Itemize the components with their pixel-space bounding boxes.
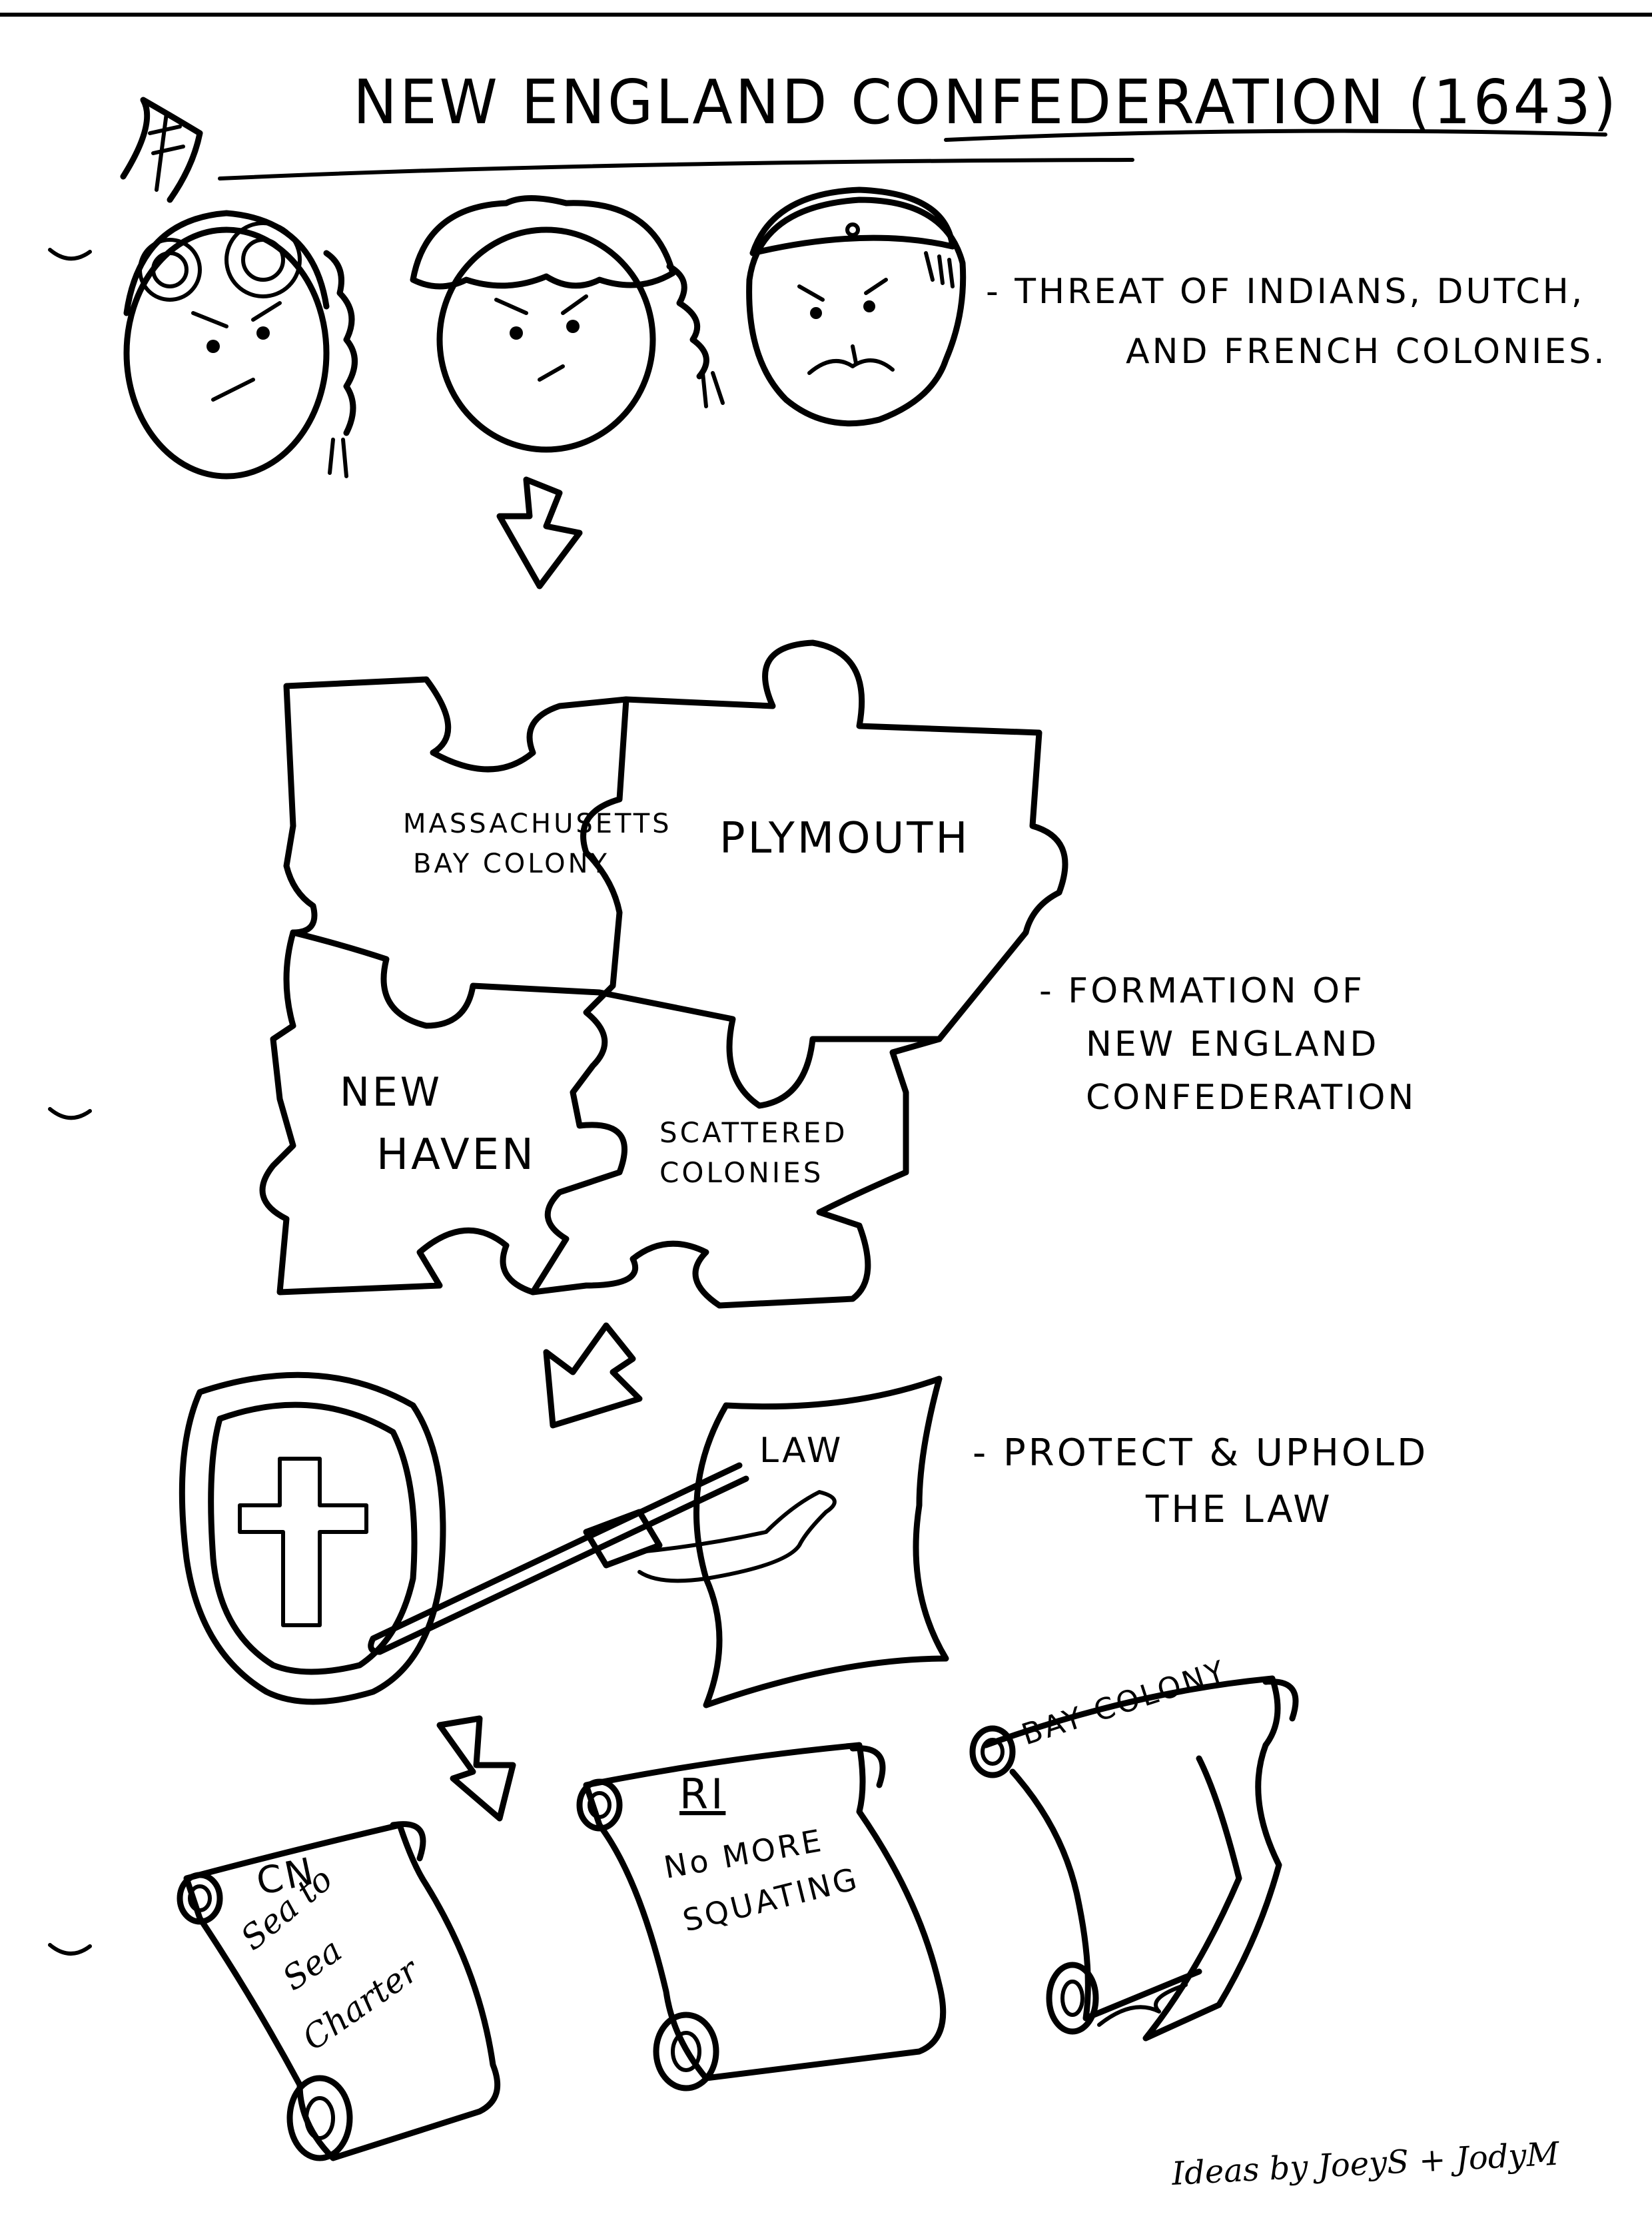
law-sign-label: LAW: [759, 1431, 843, 1471]
note-threat-line2: AND FRENCH COLONIES.: [1126, 332, 1607, 372]
note-threat-line1: - THREAT OF INDIANS, DUTCH,: [986, 272, 1585, 312]
scroll-bay-colony: [969, 1675, 1299, 2042]
puzzle-piece-newhaven-line1: NEW: [340, 1069, 442, 1116]
puzzle-seam-horizontal: [290, 929, 943, 1109]
cross-icon: [238, 1457, 368, 1627]
frenchman-face: [746, 187, 967, 427]
feather-line: [218, 158, 1134, 181]
hand-arm: [637, 1490, 837, 1583]
puzzle-piece-newhaven-line2: HAVEN: [376, 1130, 536, 1180]
scroll-cn: [177, 1821, 501, 2161]
arrow-down-2: [543, 1322, 643, 1429]
puzzle-piece-scattered-line2: COLONIES: [659, 1156, 823, 1189]
puzzle-seam-vertical: [530, 696, 629, 1296]
note-formation-line1: - FORMATION OF: [1039, 971, 1365, 1011]
note-formation-line3: CONFEDERATION: [1086, 1078, 1416, 1118]
note-protect-line2: THE LAW: [1145, 1488, 1333, 1531]
scroll-bay-title: BAY COLONY: [1018, 1654, 1232, 1752]
credit-line: Ideas by JoeyS + JodyM: [1170, 2135, 1561, 2193]
colonist-girl-face: [410, 195, 725, 453]
binder-mark-top: [48, 248, 92, 261]
arrow-down-3: [436, 1715, 516, 1822]
note-formation-line2: NEW ENGLAND: [1086, 1024, 1379, 1064]
scroll-cn-line2: Sea: [276, 1931, 349, 1998]
shield: [179, 1371, 446, 1705]
indian-face: [120, 97, 358, 480]
note-protect-line1: - PROTECT & UPHOLD: [973, 1431, 1428, 1475]
puzzle-piece-plymouth: PLYMOUTH: [719, 814, 971, 863]
page-title: NEW ENGLAND CONFEDERATION (1643): [353, 67, 1619, 138]
scroll-ri: [576, 1742, 947, 2091]
puzzle: [259, 639, 1068, 1309]
binder-mark-middle: [48, 1107, 92, 1120]
title-underline: [944, 129, 1607, 142]
binder-mark-bottom: [48, 1943, 92, 1956]
puzzle-outline: [259, 639, 1068, 1309]
puzzle-piece-scattered-line1: SCATTERED: [659, 1116, 848, 1149]
puzzle-piece-massachusetts-line1: MASSACHUSETTS: [403, 809, 672, 839]
sword: [368, 1462, 749, 1655]
law-paper: [693, 1375, 949, 1708]
scroll-ri-title: RI: [679, 1770, 725, 1818]
sword-hilt: [583, 1509, 663, 1569]
arrow-down-1: [496, 476, 583, 589]
puzzle-piece-massachusetts-line2: BAY COLONY: [413, 849, 610, 879]
